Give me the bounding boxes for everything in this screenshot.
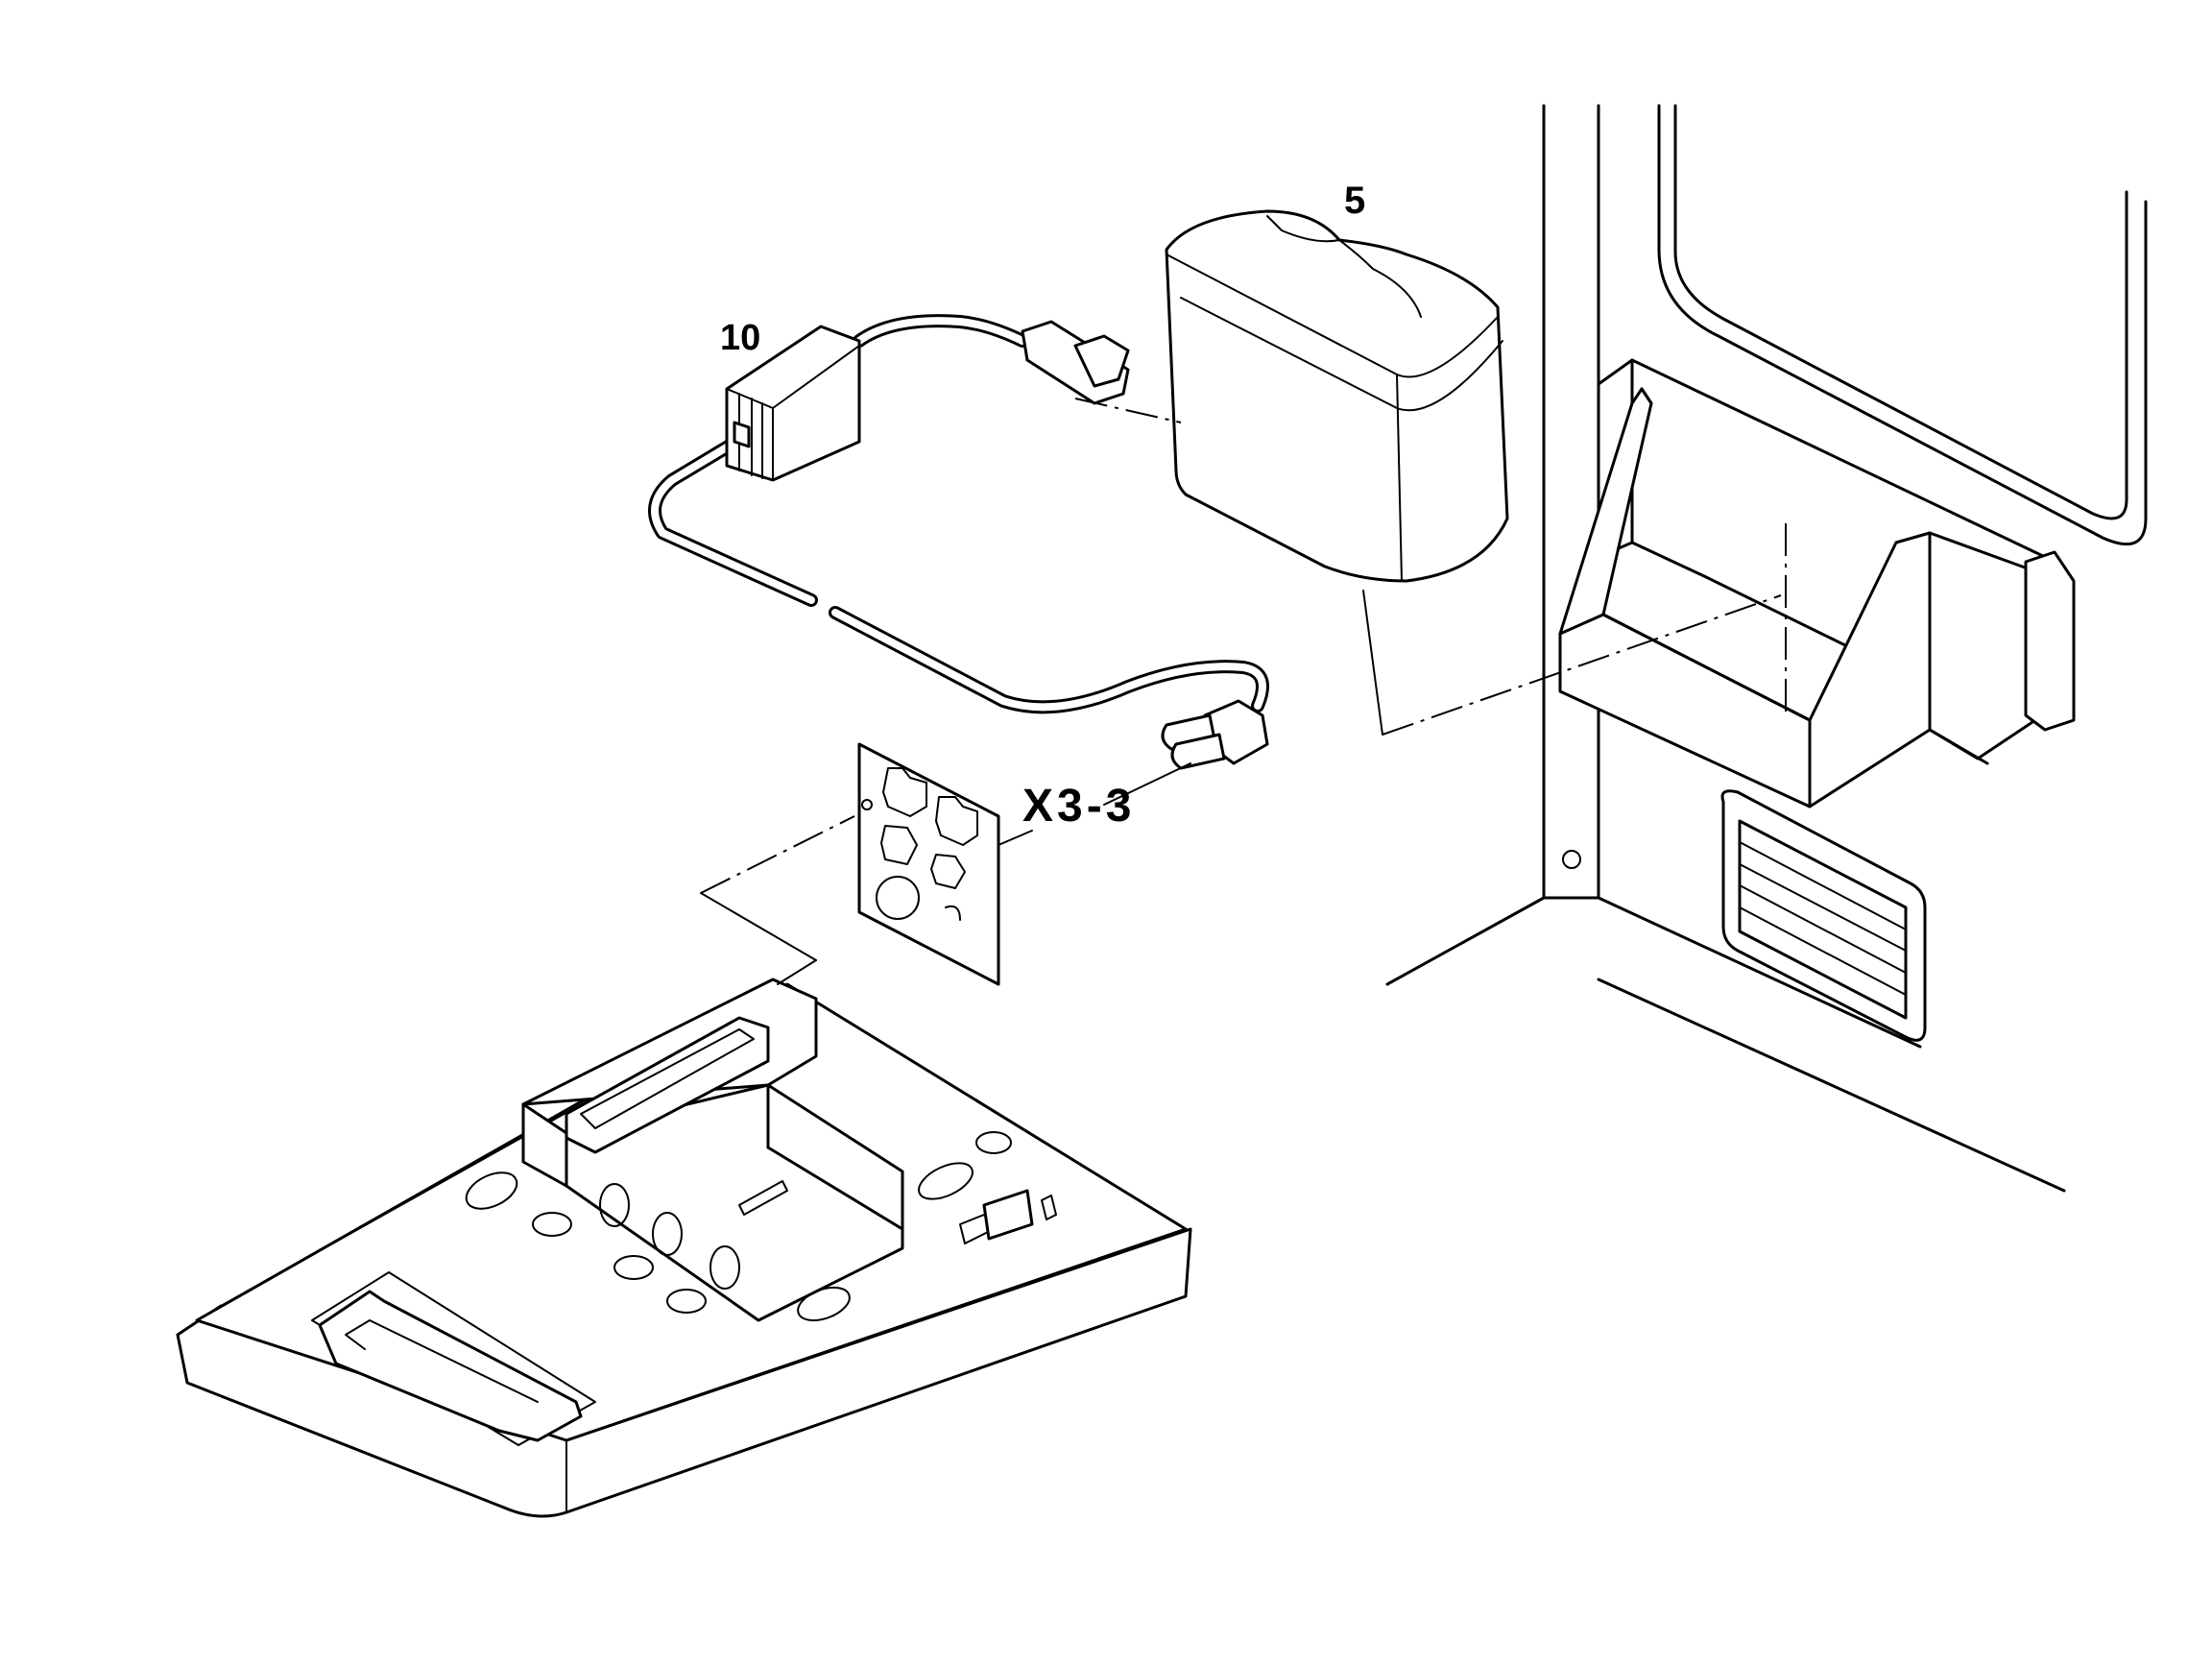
battery-pack <box>1165 209 1509 583</box>
mounting-holes <box>465 1131 1057 1322</box>
mounting-bracket <box>521 978 904 1322</box>
assembly-lines <box>700 398 1787 985</box>
battery-callout: 5 <box>1344 180 1365 222</box>
charger-unit <box>725 325 861 482</box>
connector-callout: X3-3 <box>1022 781 1135 832</box>
battery-plug <box>1021 320 1130 405</box>
vent-grille <box>1720 789 1927 1042</box>
battery-tray <box>1558 387 2076 809</box>
screw-hole <box>1562 850 1581 869</box>
mains-plug <box>1161 699 1269 770</box>
charger-callout: 10 <box>720 318 760 358</box>
charger-cable <box>648 314 1269 714</box>
connector-plate <box>857 742 1000 986</box>
